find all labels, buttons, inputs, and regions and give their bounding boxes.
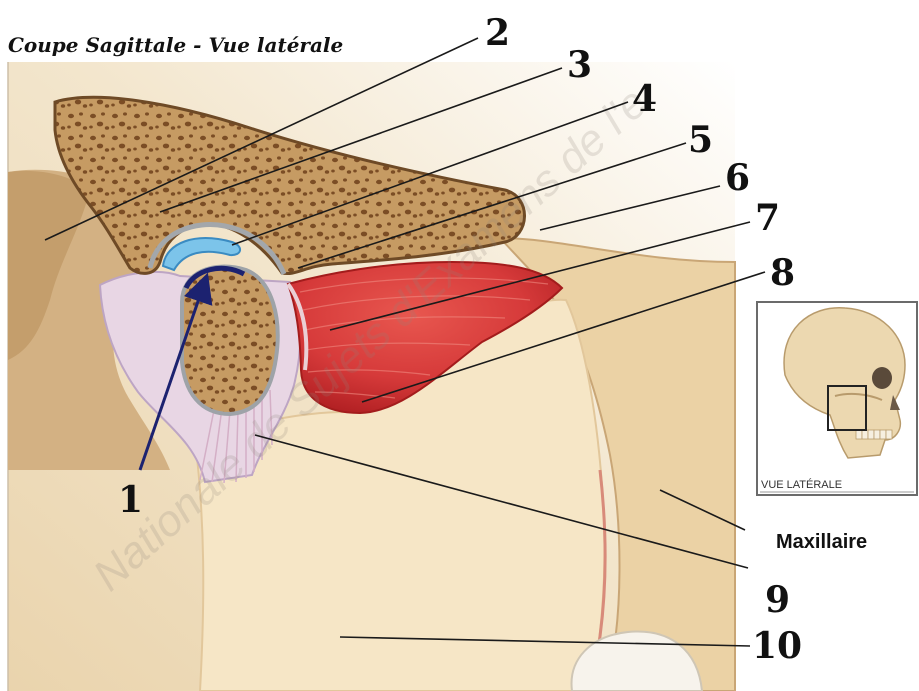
- label-10: 10: [752, 625, 802, 667]
- label-6: 6: [725, 157, 750, 199]
- label-2: 2: [485, 12, 510, 54]
- label-3: 3: [567, 44, 592, 86]
- label-8: 8: [770, 252, 795, 294]
- skull-teeth-icon: [856, 430, 892, 439]
- maxillaire-label: Maxillaire: [776, 531, 867, 553]
- label-7: 7: [755, 197, 780, 239]
- diagram-title: Coupe Sagittale - Vue latérale: [8, 33, 343, 57]
- inset-caption: VUE LATÉRALE: [761, 478, 842, 491]
- label-5: 5: [688, 119, 713, 161]
- label-1: 1: [118, 479, 143, 521]
- mandibular-condyle: [182, 267, 278, 414]
- label-9: 9: [765, 579, 790, 621]
- label-4: 4: [632, 78, 657, 120]
- skull-orbit-icon: [872, 367, 892, 389]
- inset-lateral-view: VUE LATÉRALE: [757, 302, 917, 495]
